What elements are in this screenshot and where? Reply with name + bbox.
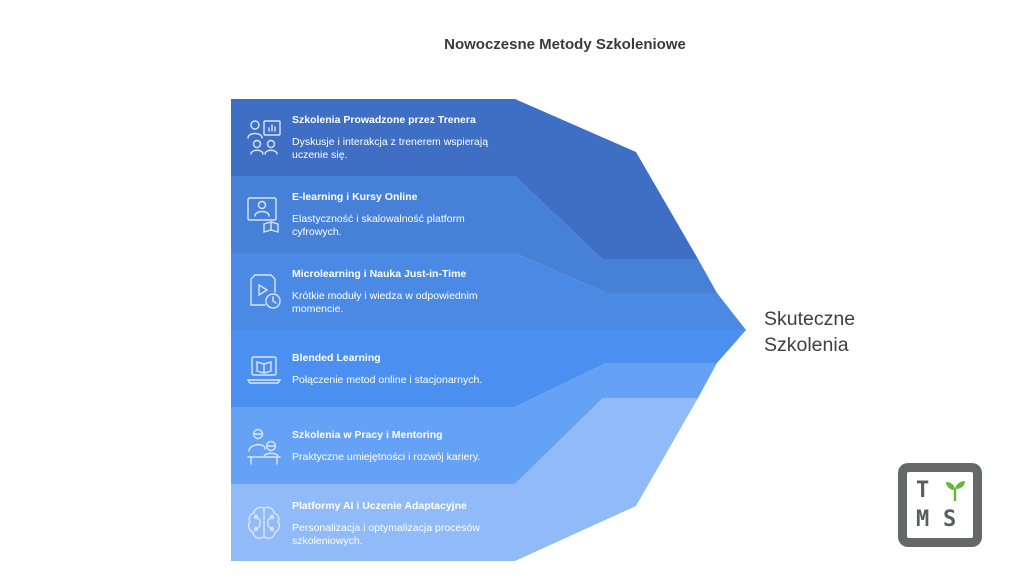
description-line: momencie. (292, 303, 344, 315)
method-item-microlearning: Microlearning i Nauka Just-in-Time Krótk… (292, 268, 522, 316)
method-description: Personalizacja i optymalizacja procesów … (292, 522, 522, 548)
logo-letter-m: M (916, 507, 930, 532)
laptop-book-icon (246, 356, 282, 384)
description-line: Połączenie metod online i stacjonarnych. (292, 374, 483, 386)
method-title: Platformy AI i Uczenie Adaptacyjne (292, 500, 467, 512)
method-item-ai: Platformy AI i Uczenie Adaptacyjne Perso… (292, 500, 522, 548)
method-description: Krótkie moduły i wiedza w odpowiednim mo… (292, 290, 522, 316)
method-item-blended: Blended Learning Połączenie metod online… (292, 352, 522, 387)
method-title: Blended Learning (292, 352, 381, 364)
method-title: E-learning i Kursy Online (292, 191, 418, 203)
outcome-line: Szkolenia (764, 334, 849, 356)
description-line: uczenie się. (292, 149, 348, 161)
funnel-band-1 (231, 99, 698, 259)
video-clock-icon (250, 274, 281, 309)
method-title: Szkolenia Prowadzone przez Trenera (292, 114, 476, 126)
logo-letter-t: T (916, 478, 930, 503)
funnel-band-5 (231, 363, 717, 484)
method-item-trainer: Szkolenia Prowadzone przez Trenera Dysku… (292, 114, 522, 162)
description-line: szkoleniowych. (292, 535, 363, 547)
description-line: Krótkie moduły i wiedza w odpowiednim (292, 290, 478, 302)
funnel-band-2 (231, 176, 717, 293)
outcome-label: Skuteczne Szkolenia (764, 306, 855, 358)
description-line: Personalizacja i optymalizacja procesów (292, 522, 480, 534)
ai-brain-icon (247, 506, 281, 539)
outcome-line: Skuteczne (764, 308, 856, 330)
logo-inner: T M S (907, 472, 973, 538)
description-line: Dyskusje i interakcja z trenerem wspiera… (292, 136, 489, 148)
funnel-band-4 (231, 330, 746, 407)
description-line: cyfrowych. (292, 226, 342, 238)
method-title: Microlearning i Nauka Just-in-Time (292, 268, 467, 280)
page-title: Nowoczesne Metody Szkoleniowe (444, 36, 686, 53)
mentoring-icon (247, 428, 281, 465)
online-course-icon (247, 197, 279, 233)
funnel-band-3 (231, 253, 746, 330)
method-item-mentoring: Szkolenia w Pracy i Mentoring Praktyczne… (292, 429, 522, 464)
method-title: Szkolenia w Pracy i Mentoring (292, 429, 443, 441)
funnel-band-6 (231, 398, 698, 561)
tms-logo: T M S (898, 463, 982, 547)
method-description: Elastyczność i skalowalność platform cyf… (292, 213, 522, 239)
trainer-presentation-icon (247, 120, 281, 155)
method-description: Połączenie metod online i stacjonarnych. (292, 374, 522, 387)
method-item-elearning: E-learning i Kursy Online Elastyczność i… (292, 191, 522, 239)
description-line: Elastyczność i skalowalność platform (292, 213, 465, 225)
method-description: Dyskusje i interakcja z trenerem wspiera… (292, 136, 522, 162)
logo-letter-s: S (943, 507, 957, 532)
method-description: Praktyczne umiejętności i rozwój kariery… (292, 451, 522, 464)
sprout-icon (946, 481, 965, 501)
description-line: Praktyczne umiejętności i rozwój kariery… (292, 451, 481, 463)
